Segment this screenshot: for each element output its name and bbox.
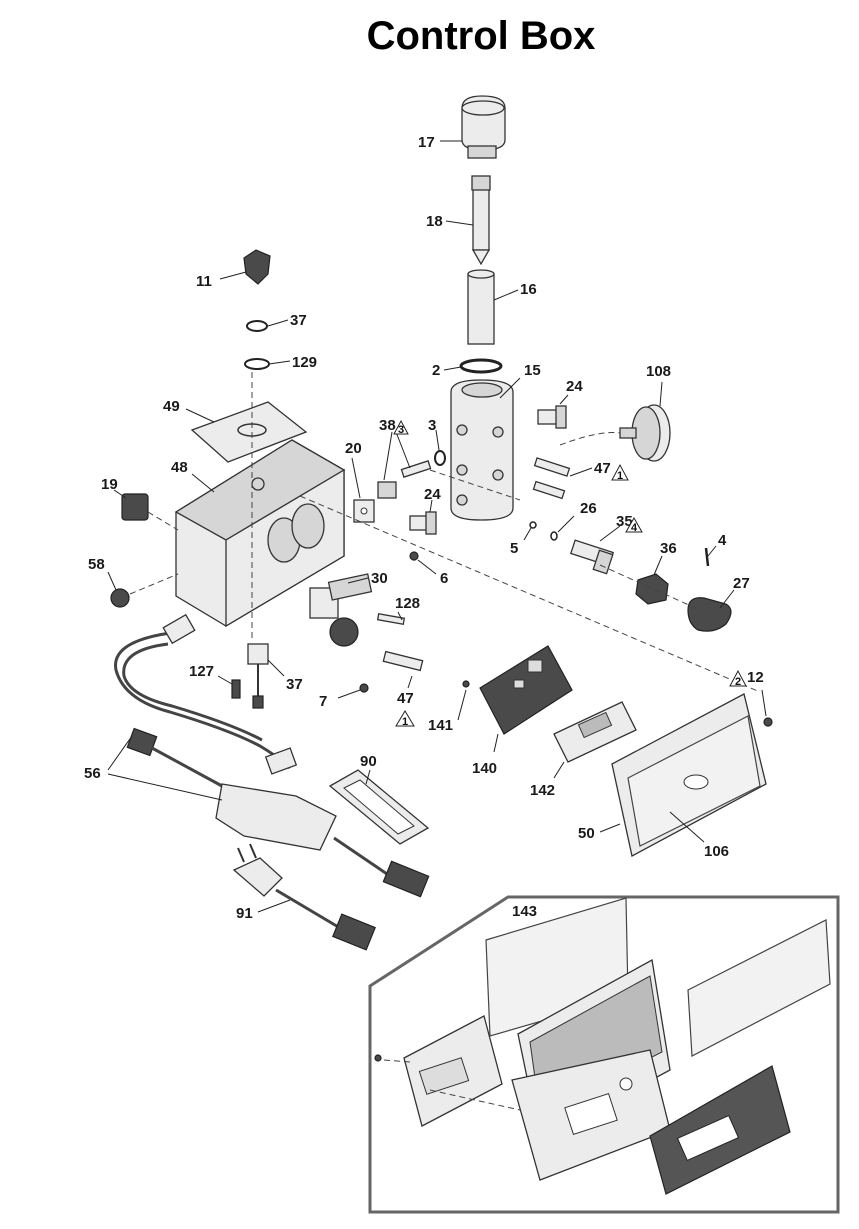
part-48-box bbox=[174, 439, 346, 628]
label-35: 35 bbox=[616, 513, 633, 530]
kit-143-parts bbox=[374, 897, 831, 1195]
part-19-clip bbox=[113, 489, 179, 531]
part-27-knob bbox=[687, 589, 735, 632]
label-37b: 37 bbox=[286, 676, 303, 693]
label-50: 50 bbox=[578, 825, 595, 842]
kit-143-frame bbox=[368, 895, 840, 1214]
part-49-label bbox=[185, 401, 308, 463]
svg-text:1: 1 bbox=[402, 716, 408, 728]
label-36: 36 bbox=[660, 540, 677, 557]
label-6: 6 bbox=[440, 570, 448, 587]
part-4-pin bbox=[704, 545, 717, 567]
label-24b: 24 bbox=[424, 486, 441, 503]
part-5-washer bbox=[523, 521, 537, 541]
part-35-valve bbox=[569, 525, 621, 575]
part-3-ring bbox=[434, 429, 446, 466]
label-143: 143 bbox=[512, 903, 537, 920]
note-38: 3 bbox=[393, 419, 409, 436]
part-56-power-supply bbox=[107, 613, 430, 898]
part-50-front-panel bbox=[599, 693, 767, 857]
part-26-washer bbox=[550, 515, 575, 541]
part-140-board bbox=[479, 645, 573, 753]
part-47-bolt-lower bbox=[382, 650, 424, 689]
part-2-oring bbox=[443, 358, 503, 374]
label-37a: 37 bbox=[290, 312, 307, 329]
part-20-bracket bbox=[351, 457, 375, 523]
part-36-nut bbox=[635, 555, 669, 605]
part-108-gauge bbox=[559, 381, 671, 462]
label-38: 38 bbox=[379, 417, 396, 434]
part-12-screw bbox=[761, 689, 773, 727]
label-16: 16 bbox=[520, 281, 537, 298]
note-triangles: 3 1 4 1 2 bbox=[393, 419, 747, 728]
note-47a: 1 bbox=[611, 463, 629, 482]
label-18: 18 bbox=[426, 213, 443, 230]
part-6-screw bbox=[409, 551, 437, 575]
label-58: 58 bbox=[88, 556, 105, 573]
svg-text:4: 4 bbox=[631, 522, 638, 534]
part-47-bolts bbox=[532, 457, 593, 500]
part-127-screw bbox=[217, 675, 241, 699]
label-26: 26 bbox=[580, 500, 597, 517]
label-47a: 47 bbox=[594, 460, 611, 477]
note-12: 2 bbox=[729, 669, 747, 688]
label-19: 19 bbox=[101, 476, 118, 493]
label-4: 4 bbox=[718, 532, 727, 549]
part-30-switch bbox=[309, 573, 373, 647]
part-58-grommet bbox=[107, 571, 179, 608]
part-16-sleeve bbox=[467, 269, 519, 345]
label-24a: 24 bbox=[566, 378, 583, 395]
label-20: 20 bbox=[345, 440, 362, 457]
label-48: 48 bbox=[171, 459, 188, 476]
part-24-fitting-b bbox=[409, 499, 437, 535]
label-3: 3 bbox=[428, 417, 436, 434]
label-90: 90 bbox=[360, 753, 377, 770]
label-17: 17 bbox=[418, 134, 435, 151]
part-15-valve-body bbox=[450, 377, 521, 521]
label-11: 11 bbox=[196, 273, 212, 290]
label-56: 56 bbox=[84, 765, 101, 782]
part-37-connector bbox=[247, 643, 285, 709]
part-128-screw bbox=[376, 611, 406, 625]
svg-text:2: 2 bbox=[735, 676, 741, 688]
part-91-plug-cord bbox=[232, 843, 376, 951]
note-35: 4 bbox=[625, 516, 643, 534]
note-47b: 1 bbox=[395, 710, 415, 728]
label-27: 27 bbox=[733, 575, 750, 592]
svg-text:3: 3 bbox=[398, 424, 404, 436]
part-18-shaft bbox=[445, 175, 491, 266]
part-37-washer bbox=[246, 319, 289, 332]
label-142: 142 bbox=[530, 782, 555, 799]
label-141: 141 bbox=[428, 717, 453, 734]
label-7: 7 bbox=[319, 693, 327, 710]
svg-text:1: 1 bbox=[617, 470, 623, 482]
part-129-ring bbox=[244, 358, 291, 370]
label-15: 15 bbox=[524, 362, 541, 379]
page-title: Control Box bbox=[366, 14, 596, 58]
label-5: 5 bbox=[510, 540, 518, 557]
label-91: 91 bbox=[236, 905, 253, 922]
label-30: 30 bbox=[371, 570, 388, 587]
label-2: 2 bbox=[432, 362, 440, 379]
label-49: 49 bbox=[163, 398, 180, 415]
label-12: 12 bbox=[747, 669, 764, 686]
part-17-knob bbox=[440, 95, 506, 159]
part-24-fitting-a bbox=[537, 394, 569, 429]
part-90-bracket bbox=[328, 769, 430, 845]
label-47b: 47 bbox=[397, 690, 414, 707]
part-141-screw bbox=[457, 680, 470, 721]
label-108: 108 bbox=[646, 363, 671, 380]
part-7-screw bbox=[337, 683, 369, 699]
part-38-pins bbox=[377, 431, 432, 499]
part-11-cap bbox=[219, 249, 271, 285]
label-128: 128 bbox=[395, 595, 420, 612]
label-129: 129 bbox=[292, 354, 317, 371]
label-127: 127 bbox=[189, 663, 214, 680]
callout-labels: 17 18 16 2 15 108 24 11 37 129 49 38 3 4… bbox=[84, 134, 764, 922]
label-140: 140 bbox=[472, 760, 497, 777]
part-142-window bbox=[553, 701, 637, 779]
label-106: 106 bbox=[704, 843, 729, 860]
